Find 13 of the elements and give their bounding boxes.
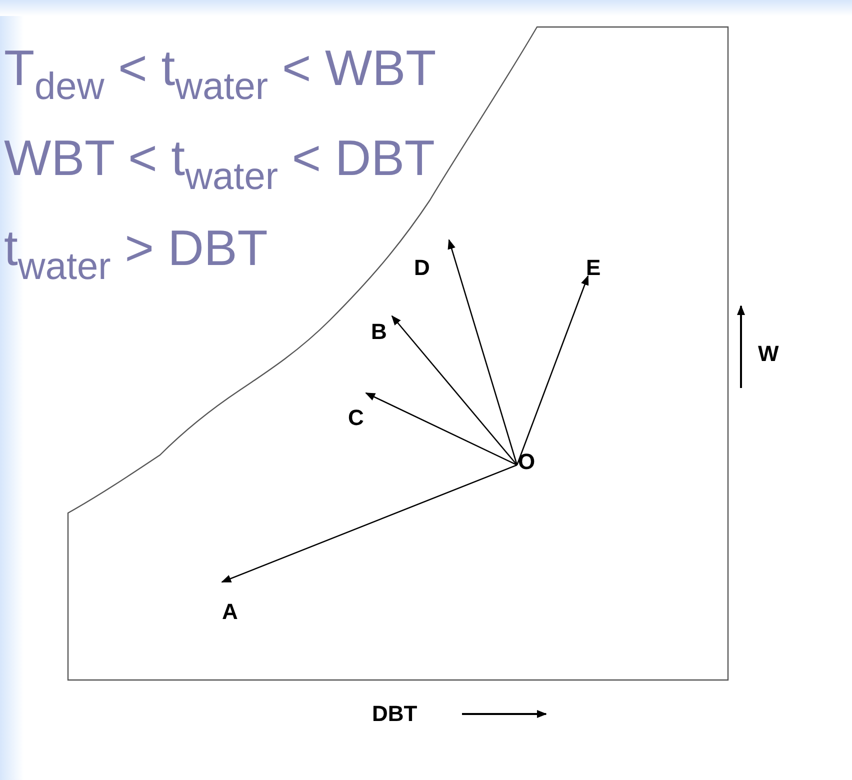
axis-label: DBT (372, 702, 418, 726)
point-label: O (518, 450, 536, 474)
arrow (391, 315, 518, 466)
arrow (221, 464, 518, 583)
arrow (365, 392, 518, 466)
arrow (516, 275, 589, 466)
point-label: D (414, 256, 430, 280)
arrow (448, 239, 518, 466)
point-label: A (222, 600, 238, 624)
point-label: C (348, 406, 364, 430)
axis-label: W (758, 342, 779, 366)
point-label: B (371, 320, 387, 344)
point-label: E (586, 256, 601, 280)
